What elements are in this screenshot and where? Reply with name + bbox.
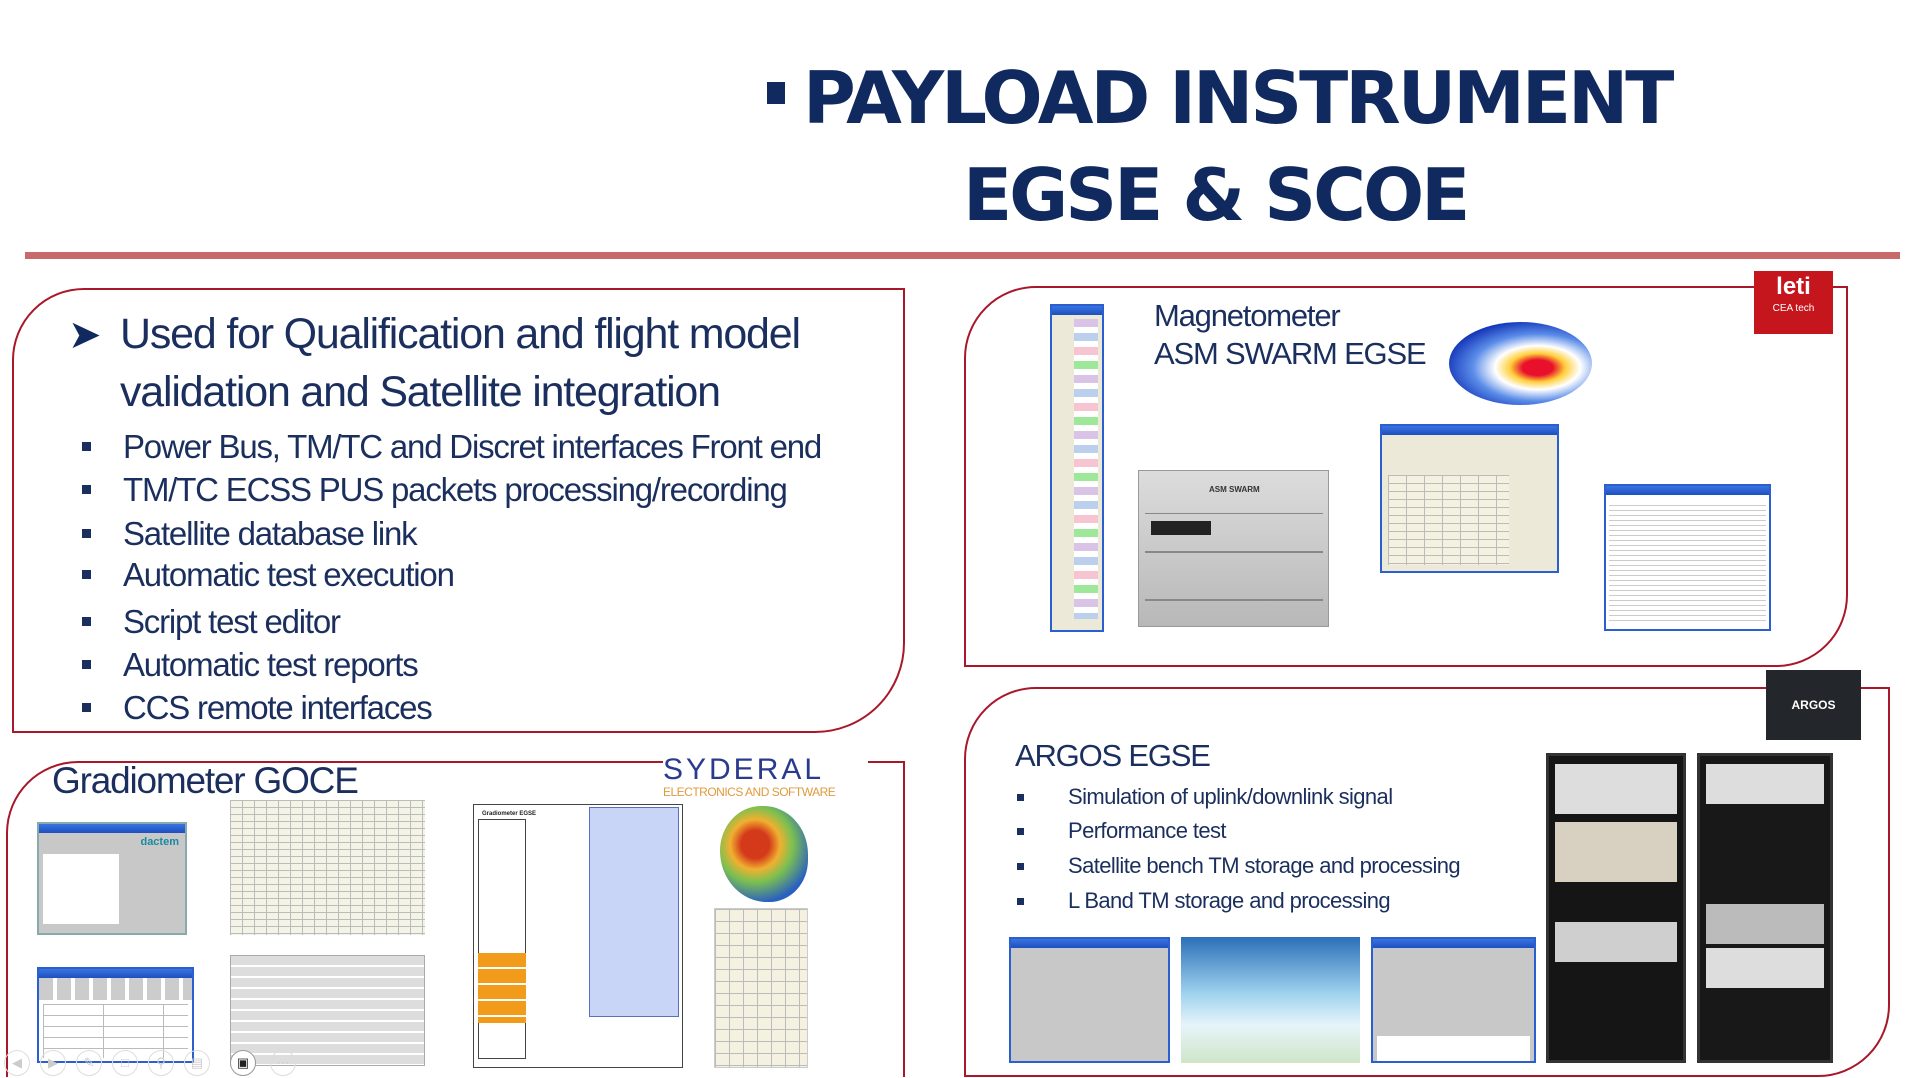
bullet-icon: [82, 660, 91, 669]
argos-logo-text: ARGOS: [1791, 698, 1836, 712]
asm-swarm-device-image: ASM SWARM: [1138, 470, 1329, 627]
satellite-links-illustration: [1181, 937, 1360, 1063]
list-item: Satellite bench TM storage and processin…: [1068, 853, 1461, 878]
diagram-title: Gradiometer EGSE: [482, 811, 537, 817]
argos-title: ARGOS EGSE: [1015, 738, 1211, 773]
list-item: Performance test: [1068, 818, 1227, 843]
arrow-bullet-icon: ➤: [68, 313, 102, 357]
bullet-icon: [82, 617, 91, 626]
subtitles-button[interactable]: ▤: [184, 1050, 210, 1076]
title-bullet: [767, 82, 785, 104]
geoid-image: [720, 806, 808, 902]
magnetometer-title-line2: ASM SWARM EGSE: [1154, 336, 1427, 371]
syderal-logo-subtext: ELECTRONICS AND SOFTWARE: [663, 785, 836, 799]
list-item: Power Bus, TM/TC and Discret interfaces …: [123, 428, 822, 465]
gradiometer-egse-diagram-image: Gradiometer EGSE: [473, 804, 683, 1068]
list-item: Satellite database link: [123, 515, 418, 552]
bullet-icon: [82, 529, 91, 538]
qualification-heading-line2: validation and Satellite integration: [120, 368, 721, 416]
leti-logo-subtext: CEA tech: [1772, 303, 1815, 314]
bullet-icon: [1017, 794, 1024, 801]
qualification-heading-line1: Used for Qualification and flight model: [120, 310, 801, 358]
bullet-icon: [82, 485, 91, 494]
bullet-icon: [1017, 828, 1024, 835]
next-slide-button[interactable]: ▶: [40, 1050, 66, 1076]
telemetry-table-image: [230, 800, 425, 935]
argos-panel: [964, 687, 1890, 1077]
pen-tool-button[interactable]: ✎: [76, 1050, 102, 1076]
list-item: TM/TC ECSS PUS packets processing/record…: [123, 471, 788, 508]
egse-rack-photo-1: [1546, 753, 1686, 1063]
parameter-table-window-image: [1604, 484, 1771, 631]
monitored-values-image: [230, 955, 425, 1066]
argos-control-window-image: [1009, 937, 1170, 1063]
temperature-plots-image: [714, 908, 808, 1068]
leti-logo: leti CEA tech: [1754, 271, 1833, 334]
tm-status-window-image: [1050, 304, 1104, 632]
slides-overview-button[interactable]: □: [112, 1050, 138, 1076]
syderal-logo-text: SYDERAL: [663, 753, 825, 786]
bullet-icon: [1017, 898, 1024, 905]
magnetometer-panel: [964, 286, 1848, 667]
slide-title-line1: PAYLOAD INSTRUMENT: [803, 56, 1674, 140]
camera-icon[interactable]: ▣: [230, 1050, 256, 1076]
goce-title: Gradiometer GOCE: [52, 760, 359, 801]
qualification-panel: ➤ Used for Qualification and flight mode…: [12, 288, 905, 733]
syderal-logo: SYDERAL ELECTRONICS AND SOFTWARE: [663, 755, 868, 805]
plot-window-image: [37, 967, 194, 1063]
argos-logo: ARGOS: [1766, 670, 1861, 740]
list-item: CCS remote interfaces: [123, 689, 433, 726]
device-label: ASM SWARM: [1209, 485, 1260, 494]
previous-slide-button[interactable]: ◀: [4, 1050, 30, 1076]
magnetometer-title-line1: Magnetometer: [1154, 298, 1341, 333]
more-options-button[interactable]: ⋯: [270, 1050, 296, 1076]
magnetic-field-globe-image: [1449, 322, 1592, 405]
configuration-window-image: dactem: [37, 822, 187, 935]
list-item: Script test editor: [123, 603, 341, 640]
bullet-icon: [82, 442, 91, 451]
argos-monitor-window-image: [1371, 937, 1536, 1063]
list-item: Automatic test execution: [123, 556, 455, 593]
list-item: Simulation of uplink/downlink signal: [1068, 784, 1393, 809]
list-item: L Band TM storage and processing: [1068, 888, 1391, 913]
bullet-icon: [82, 703, 91, 712]
list-item: Automatic test reports: [123, 646, 419, 683]
bullet-icon: [1017, 863, 1024, 870]
spectrum-window-image: [1380, 424, 1559, 573]
dactem-brand: dactem: [140, 836, 179, 848]
zoom-button[interactable]: ⚲: [148, 1050, 174, 1076]
bullet-icon: [82, 570, 91, 579]
slide-title-line2: EGSE & SCOE: [963, 153, 1470, 237]
title-divider: [25, 252, 1900, 259]
leti-logo-text: leti: [1776, 273, 1811, 300]
gradiometer-panel: [6, 761, 905, 1077]
egse-rack-photo-2: [1697, 753, 1833, 1063]
